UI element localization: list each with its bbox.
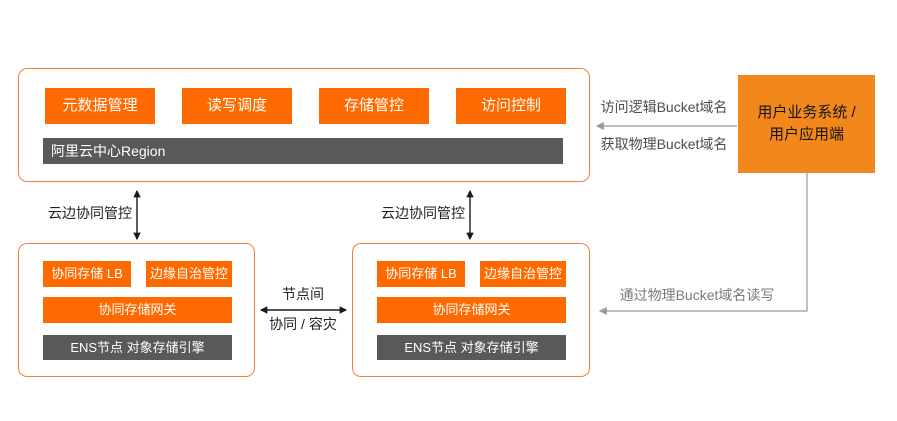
label-rw-via-physical-bucket: 通过物理Bucket域名读写 [619,287,775,303]
label-access-logical-bucket: 访问逻辑Bucket域名 [600,99,728,115]
user-system-line1: 用户业务系统 / [757,104,856,121]
module-metadata-management: 元数据管理 [45,88,155,124]
right-collab-storage-gateway: 协同存储网关 [377,297,566,323]
label-internode-bottom: 协同 / 容灾 [269,316,337,332]
right-collab-storage-lb: 协同存储 LB [377,261,465,287]
user-business-system-box: 用户业务系统 / 用户应用端 [738,75,875,173]
cloud-region-container: 元数据管理 读写调度 存储管控 访问控制 阿里云中心Region [18,68,590,182]
label-cloud-edge-control-left: 云边协同管控 [48,205,132,221]
left-collab-storage-gateway: 协同存储网关 [43,297,232,323]
left-ens-object-storage-engine: ENS节点 对象存储引擎 [43,335,232,360]
edge-node-left-container: 协同存储 LB 边缘自治管控 协同存储网关 ENS节点 对象存储引擎 [18,243,255,377]
module-access-control: 访问控制 [456,88,566,124]
label-get-physical-bucket: 获取物理Bucket域名 [600,136,728,152]
left-edge-autonomy-control: 边缘自治管控 [146,261,232,287]
right-ens-object-storage-engine: ENS节点 对象存储引擎 [377,335,566,360]
edge-node-right-container: 协同存储 LB 边缘自治管控 协同存储网关 ENS节点 对象存储引擎 [352,243,590,377]
module-readwrite-scheduling: 读写调度 [182,88,292,124]
user-system-line2: 用户应用端 [768,126,844,143]
module-storage-control: 存储管控 [319,88,429,124]
label-internode-top: 节点间 [282,286,324,302]
label-cloud-edge-control-right: 云边协同管控 [381,205,465,221]
right-edge-autonomy-control: 边缘自治管控 [480,261,566,287]
aliyun-central-region-bar: 阿里云中心Region [43,138,563,164]
left-collab-storage-lb: 协同存储 LB [43,261,131,287]
